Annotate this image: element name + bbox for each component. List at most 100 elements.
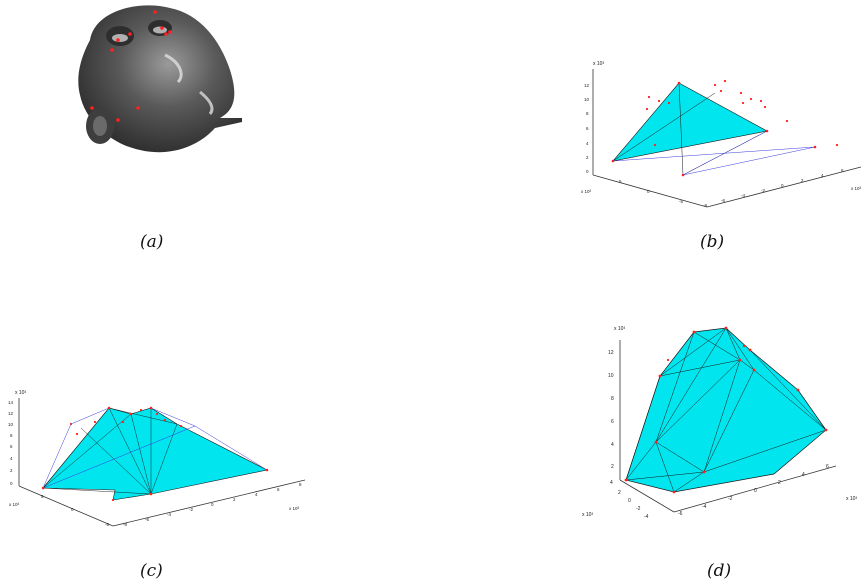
plot-c-x-scale: x 10³ — [289, 506, 300, 511]
plot-c-svg: x 10³ 14 12 10 8 6 4 2 0 -8 -6 -4 -2 0 2… — [8, 390, 306, 527]
panel-a-face-render — [70, 0, 250, 160]
plot-c-z-ticks: 14 12 10 8 6 4 2 0 — [8, 400, 14, 486]
svg-text:6: 6 — [611, 419, 614, 425]
svg-text:10: 10 — [584, 97, 590, 102]
svg-text:10: 10 — [8, 422, 14, 427]
plot-b-x-ticks: -8 -6 -4 -2 0 2 4 6 — [703, 168, 844, 208]
panel-b-hull-plot: x 10³ 12 10 8 6 4 2 0 -8 -6 -4 -2 0 2 4 … — [575, 55, 865, 215]
plot-d-z-ticks: 12 10 8 6 4 2 — [608, 350, 614, 470]
plot-c-y-scale: x 10³ — [9, 502, 20, 507]
svg-text:-4: -4 — [702, 504, 707, 510]
svg-text:4: 4 — [610, 480, 613, 486]
svg-text:-8: -8 — [703, 203, 707, 208]
plot-d-x-scale: x 10³ — [846, 496, 857, 502]
svg-text:-8: -8 — [123, 522, 127, 527]
svg-text:4: 4 — [10, 456, 13, 461]
svg-text:-2: -2 — [761, 188, 765, 193]
caption-c: (c) — [140, 561, 163, 581]
plot-b-x-scale: x 10³ — [851, 186, 862, 191]
svg-text:-4: -4 — [644, 514, 649, 520]
svg-text:8: 8 — [299, 482, 302, 487]
plot-c-hull-edges — [42, 407, 178, 495]
plot-b-z-scale: x 10³ — [593, 61, 604, 67]
plot-c-axes — [18, 398, 306, 527]
svg-text:2: 2 — [778, 480, 781, 486]
svg-text:-6: -6 — [678, 511, 683, 517]
plot-c-hull-face — [42, 407, 268, 501]
svg-text:5: 5 — [41, 494, 44, 499]
plot-d-hull-face — [625, 327, 827, 493]
svg-text:2: 2 — [611, 464, 614, 470]
svg-text:-2: -2 — [636, 506, 641, 512]
face-landmarks — [90, 10, 172, 122]
plot-b-y-ticks: 5 0 -5 — [619, 179, 683, 204]
svg-text:2: 2 — [586, 155, 589, 160]
svg-text:2: 2 — [801, 178, 804, 183]
plot-d-axes — [619, 340, 837, 513]
plot-c-x-ticks: -8 -6 -4 -2 0 2 4 6 8 — [123, 482, 302, 527]
svg-text:2: 2 — [618, 490, 621, 496]
plot-b-markers — [611, 79, 839, 177]
svg-text:0: 0 — [628, 498, 631, 504]
plot-b-svg: x 10³ 12 10 8 6 4 2 0 -8 -6 -4 -2 0 2 4 … — [581, 61, 862, 208]
plot-c-y-ticks: 5 0 -5 — [41, 494, 109, 527]
svg-text:12: 12 — [8, 411, 14, 416]
svg-text:6: 6 — [586, 126, 589, 131]
plot-d-markers — [624, 326, 828, 494]
svg-text:4: 4 — [821, 173, 824, 178]
svg-text:-5: -5 — [679, 199, 683, 204]
caption-b: (b) — [700, 232, 725, 252]
plot-b-z-ticks: 12 10 8 6 4 2 0 — [584, 83, 590, 174]
svg-text:14: 14 — [8, 400, 14, 405]
svg-text:-6: -6 — [721, 198, 725, 203]
svg-text:-2: -2 — [728, 496, 733, 502]
plot-b-hull-face — [612, 82, 768, 162]
svg-text:0: 0 — [10, 481, 13, 486]
plot-c-markers — [41, 406, 269, 502]
svg-text:-2: -2 — [189, 507, 193, 512]
plot-d-x-ticks: -6 -4 -2 0 2 4 6 — [678, 464, 829, 517]
caption-a: (a) — [140, 232, 164, 252]
plot-d-hull-edges — [625, 327, 827, 493]
panel-d-hull-plot: x 10³ 12 10 8 6 4 2 4 2 0 -2 -4 x 10³ -6… — [578, 318, 863, 530]
face-model-image — [78, 5, 243, 153]
svg-text:4: 4 — [255, 492, 258, 497]
svg-text:-5: -5 — [105, 522, 109, 527]
svg-text:2: 2 — [10, 468, 13, 473]
svg-text:-6: -6 — [145, 517, 149, 522]
svg-text:8: 8 — [586, 111, 589, 116]
svg-text:4: 4 — [586, 141, 589, 146]
svg-text:4: 4 — [802, 472, 805, 478]
plot-d-svg: x 10³ 12 10 8 6 4 2 4 2 0 -2 -4 x 10³ -6… — [582, 326, 857, 520]
panel-c-hull-plot: x 10³ 14 12 10 8 6 4 2 0 -8 -6 -4 -2 0 2… — [5, 382, 310, 532]
svg-text:4: 4 — [611, 442, 614, 448]
svg-text:-4: -4 — [741, 193, 745, 198]
plot-b-blue-lines — [612, 130, 816, 176]
svg-text:0: 0 — [754, 488, 757, 494]
svg-text:6: 6 — [10, 444, 13, 449]
svg-text:12: 12 — [584, 83, 590, 88]
svg-text:12: 12 — [608, 350, 614, 356]
svg-text:6: 6 — [277, 487, 280, 492]
svg-text:0: 0 — [781, 183, 784, 188]
svg-text:6: 6 — [841, 168, 844, 173]
plot-b-y-scale: x 10³ — [581, 189, 592, 194]
svg-text:0: 0 — [586, 169, 589, 174]
svg-text:5: 5 — [619, 179, 622, 184]
plot-c-blue-lines — [42, 407, 268, 489]
caption-d: (d) — [707, 561, 732, 581]
svg-text:-4: -4 — [167, 512, 171, 517]
svg-text:0: 0 — [211, 502, 214, 507]
svg-text:2: 2 — [233, 497, 236, 502]
svg-text:6: 6 — [826, 464, 829, 470]
plot-d-y-scale: x 10³ — [582, 512, 593, 518]
svg-text:8: 8 — [611, 396, 614, 402]
plot-c-z-scale: x 10³ — [15, 390, 26, 396]
svg-text:0: 0 — [71, 507, 74, 512]
svg-text:0: 0 — [647, 189, 650, 194]
plot-d-z-scale: x 10³ — [614, 326, 625, 332]
plot-b-axes — [592, 69, 862, 208]
svg-text:10: 10 — [608, 373, 614, 379]
plot-d-y-ticks: 4 2 0 -2 -4 — [610, 480, 649, 520]
svg-text:8: 8 — [10, 433, 13, 438]
